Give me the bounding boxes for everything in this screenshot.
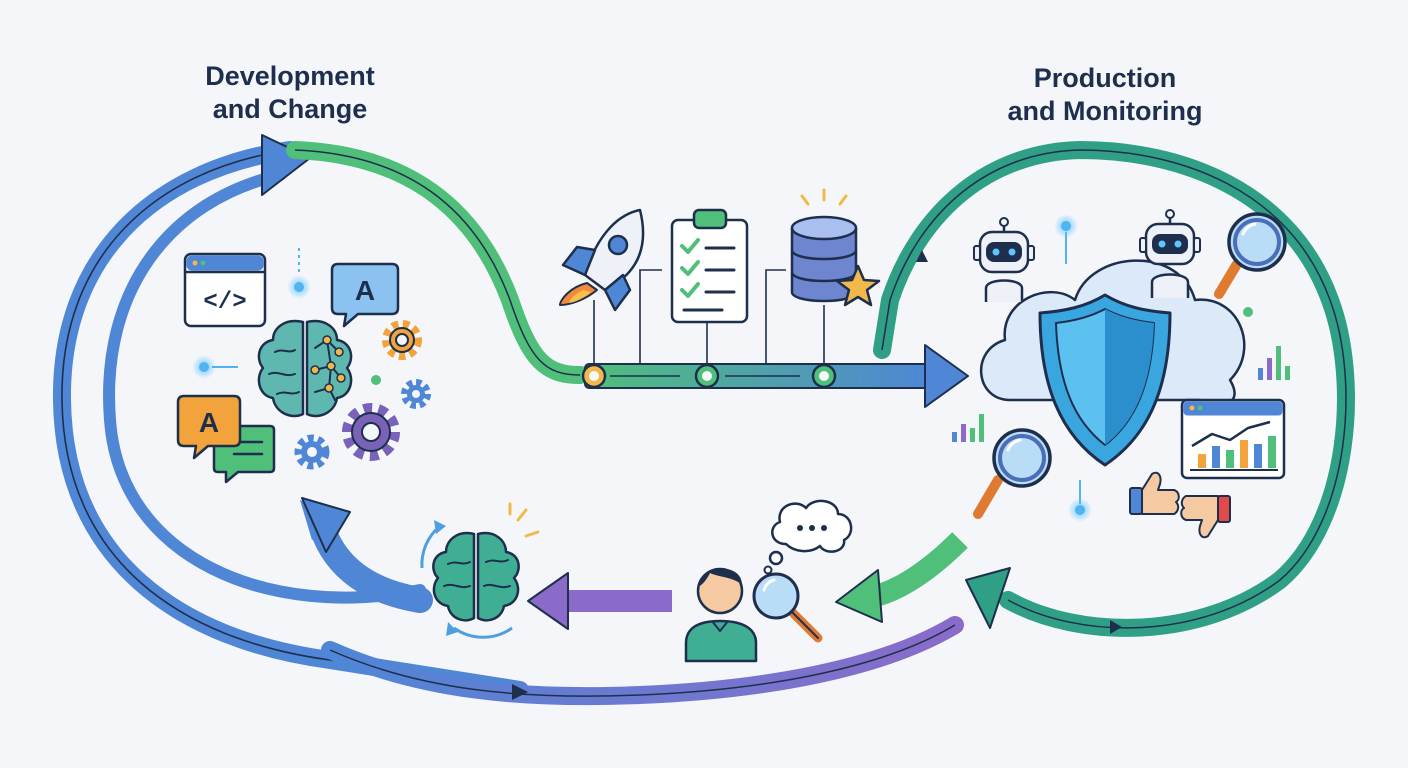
- code-window-icon: </>: [183, 252, 267, 328]
- development-title-line1: Development: [205, 61, 375, 91]
- dashboard-chart-icon: [1180, 398, 1286, 480]
- blue-return-arrow: [300, 497, 433, 613]
- translate-bubble-icon: A: [330, 262, 400, 328]
- thumbs-up-icon: [1129, 471, 1180, 515]
- development-title: Development and Change: [170, 60, 410, 126]
- pipeline-arrowhead: [924, 344, 969, 408]
- gear-icon: [342, 403, 400, 461]
- green-arc: [286, 141, 589, 384]
- left-blue-loop: [52, 134, 529, 699]
- database-star-icon: [790, 188, 881, 307]
- checklist-icon: [670, 208, 749, 324]
- right-teal-loop: [873, 140, 1355, 637]
- brain-network-icon: [257, 319, 353, 418]
- magnifier-icon-top: [1214, 212, 1287, 299]
- thought-bubble-icon: [763, 499, 853, 575]
- teal-arrowhead: [965, 567, 1011, 629]
- robot-icon: [973, 217, 1035, 302]
- thumbs-down-icon: [1180, 495, 1231, 539]
- code-glyph: </>: [203, 289, 246, 316]
- magnifier-icon-mid: [973, 428, 1052, 519]
- user-feedback-icon: [684, 567, 758, 663]
- gear-icon: [294, 434, 330, 470]
- robot-icon: [1139, 209, 1201, 298]
- mini-bar-chart: [952, 414, 984, 442]
- production-title-line2: and Monitoring: [1007, 96, 1203, 126]
- learning-brain-icon: [420, 502, 540, 639]
- mini-bar-chart: [1258, 346, 1290, 380]
- production-title-line1: Production: [1033, 63, 1177, 93]
- magnifier-icon: [752, 572, 823, 643]
- production-title: Production and Monitoring: [970, 62, 1240, 128]
- rocket-icon: [559, 208, 645, 312]
- green-feedback-arrow: [835, 532, 968, 623]
- pipeline: [581, 269, 969, 408]
- blue-arrowhead-top: [261, 134, 311, 196]
- translate-letter-bottom: A: [199, 407, 219, 438]
- gear-icon: [382, 320, 422, 360]
- bottom-feedback-arc: [321, 616, 964, 706]
- translate-bubble-icon-2: A: [176, 394, 276, 484]
- translate-letter-top: A: [355, 275, 375, 306]
- purple-arrow: [527, 572, 672, 630]
- gear-icon: [401, 379, 431, 409]
- shield-icon: [1038, 293, 1172, 467]
- development-title-line2: and Change: [212, 94, 368, 124]
